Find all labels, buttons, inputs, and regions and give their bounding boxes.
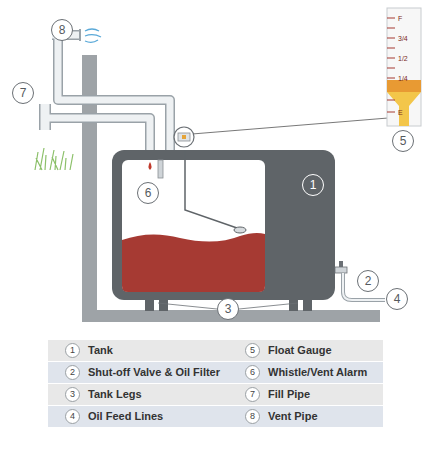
grass <box>35 148 73 170</box>
oil <box>122 233 265 292</box>
legend-text: Vent Pipe <box>268 411 318 422</box>
legend-number: 2 <box>65 365 80 380</box>
callout-circle: 8 <box>51 19 73 41</box>
legend-number: 6 <box>245 365 260 380</box>
callout-number: 4 <box>394 293 401 305</box>
gauge-mark: 1/2 <box>398 55 408 62</box>
gauge-scale <box>387 8 421 126</box>
callout-number: 1 <box>310 179 317 191</box>
legend-number: 1 <box>65 343 80 358</box>
callout-circle: 5 <box>392 130 414 152</box>
oil-drop <box>149 162 152 170</box>
callout-circle: 7 <box>12 82 34 104</box>
gauge-leader <box>192 118 388 134</box>
legend-text: Float Gauge <box>268 345 332 356</box>
callout-circle: 4 <box>386 288 408 310</box>
gauge-mark: F <box>398 15 402 22</box>
legend-text: Oil Feed Lines <box>88 411 163 422</box>
valve-feed <box>335 261 385 300</box>
legend-text: Fill Pipe <box>268 389 310 400</box>
float-arm <box>185 150 237 228</box>
callout-circle: 2 <box>357 270 379 292</box>
legend-number: 3 <box>65 387 80 402</box>
callout-number: 2 <box>365 275 372 287</box>
callout-circle: 6 <box>137 182 159 204</box>
legend-text: Tank <box>88 345 113 356</box>
legend-text: Whistle/Vent Alarm <box>268 367 367 378</box>
gauge-mark: 3/4 <box>398 35 408 42</box>
gauge-magnifier <box>174 127 194 147</box>
float <box>234 227 246 233</box>
callout-number: 6 <box>145 187 152 199</box>
gauge-mark: 1/4 <box>398 75 408 82</box>
legend-text: Tank Legs <box>88 389 142 400</box>
legend-number: 4 <box>65 409 80 424</box>
air-lines <box>85 29 101 42</box>
gauge-mark: E <box>398 109 403 116</box>
legend-number: 7 <box>245 387 260 402</box>
legend-number: 8 <box>245 409 260 424</box>
callout-circle: 3 <box>217 298 239 320</box>
callout-number: 7 <box>20 87 27 99</box>
legend-text: Shut-off Valve & Oil Filter <box>88 367 220 378</box>
callout-circle: 1 <box>302 174 324 196</box>
legend-table <box>48 340 383 427</box>
legend-number: 5 <box>245 343 260 358</box>
tank-shell <box>112 150 335 300</box>
callout-number: 3 <box>225 303 232 315</box>
callout-number: 8 <box>59 24 66 36</box>
tank-interior <box>122 160 265 292</box>
callout-number: 5 <box>400 135 407 147</box>
pipes <box>45 29 170 150</box>
whistle <box>158 160 163 178</box>
